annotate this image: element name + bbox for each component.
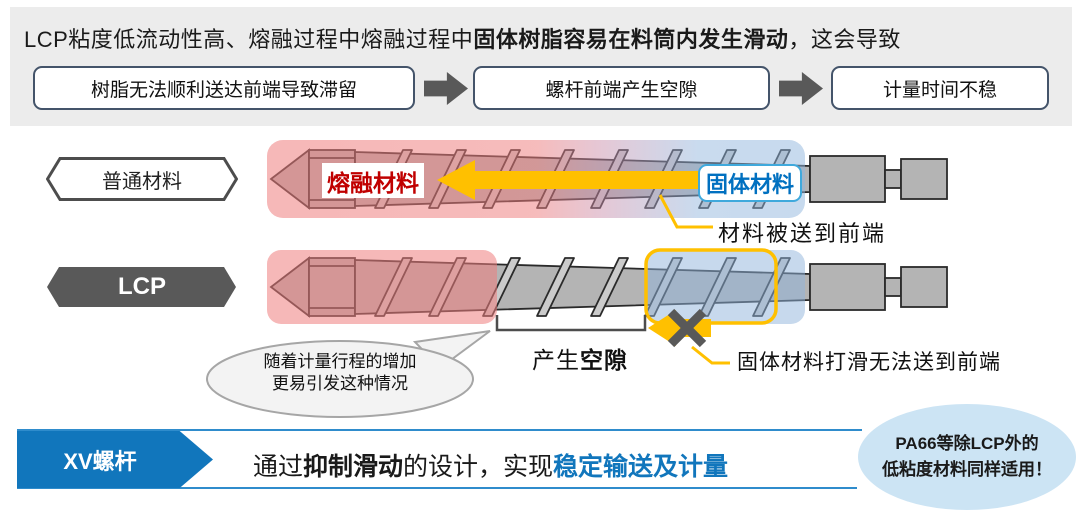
flow-box-retention-label: 树脂无法顺利送达前端导致滞留 [90, 79, 357, 101]
hexagon-shape [47, 267, 236, 307]
gap-label-normal: 产生 [532, 347, 580, 373]
applicability-note: PA66等除LCP外的 低粘度材料同样适用！ [858, 404, 1076, 510]
flow-box-gap: 螺杆前端产生空隙 [473, 66, 770, 110]
solid-material-tag: 固体材料 [698, 164, 802, 202]
lcp-row-annotation: 固体材料打滑无法送到前端 [737, 351, 1001, 374]
solid-material-label: 固体材料 [705, 172, 794, 197]
footer-normal-1: 通过 [253, 453, 304, 481]
solid-highlight [645, 250, 805, 324]
flight [536, 257, 575, 317]
xv-screw-badge: XV螺杆 [17, 431, 213, 488]
footer-statement: 通过抑制滑动的设计，实现稳定输送及计量 [253, 447, 728, 483]
intro-normal-2: ，这会导致 [788, 27, 901, 52]
footer-bold-1: 抑制滑动 [303, 453, 404, 481]
flow-box-unstable: 计量时间不稳 [831, 66, 1049, 110]
intro-text: LCP粘度低流动性高、熔融过程中熔融过程中固体树脂容易在料筒内发生滑动，这会导致 [24, 22, 901, 54]
screw-diagram-lcp [267, 248, 948, 365]
end-connector [884, 169, 902, 189]
end-block [809, 155, 886, 203]
intro-normal-1: LCP粘度低流动性高、熔融过程中熔融过程中 [24, 27, 474, 52]
flow-box-gap-label: 螺杆前端产生空隙 [545, 79, 698, 101]
speech-bubble-shape [206, 330, 491, 418]
bubble-ellipse [206, 340, 474, 418]
footer-rule-bottom [17, 487, 857, 489]
intro-bold: 固体树脂容易在料筒内发生滑动 [473, 27, 789, 52]
bubble-line-2: 更易引发这种情况 [272, 374, 408, 393]
annotation-connector-line [691, 345, 730, 365]
lcp-hexagon [47, 267, 236, 307]
normal-material-label: 普通材料 [102, 170, 182, 193]
xv-screw-badge-label: XV螺杆 [63, 448, 137, 474]
normal-row-annotation: 材料被送到前端 [718, 221, 887, 246]
end-block [900, 266, 948, 308]
lcp-label: LCP [118, 273, 166, 300]
normal-material-hexagon [46, 157, 238, 201]
footer-normal-2: 的设计，实现 [403, 453, 554, 481]
melt-highlight [267, 250, 497, 324]
x-mark-icon [667, 308, 707, 348]
bubble-line-1: 随着计量行程的增加 [263, 352, 417, 371]
footer-rule-top [17, 429, 862, 431]
gap-bracket [495, 315, 647, 332]
footer-bold-blue: 稳定输送及计量 [553, 453, 729, 481]
end-block [809, 263, 886, 311]
flow-box-retention: 树脂无法顺利送达前端导致滞留 [33, 66, 415, 110]
gap-label: 产生空隙 [505, 341, 655, 375]
flight [590, 257, 629, 317]
annotation-connector-line [658, 194, 713, 229]
gap-label-bold: 空隙 [580, 347, 628, 373]
note-line-2: 低粘度材料同样适用！ [882, 460, 1052, 479]
hexagon-shape [46, 157, 238, 201]
end-connector [884, 277, 902, 297]
melt-material-tag: 熔融材料 [322, 163, 424, 198]
flow-box-unstable-label: 计量时间不稳 [882, 79, 997, 101]
speech-bubble-text: 随着计量行程的增加 更易引发这种情况 [215, 351, 465, 395]
note-line-1: PA66等除LCP外的 [895, 434, 1039, 453]
melt-material-label: 熔融材料 [327, 169, 419, 196]
end-block [900, 158, 948, 200]
